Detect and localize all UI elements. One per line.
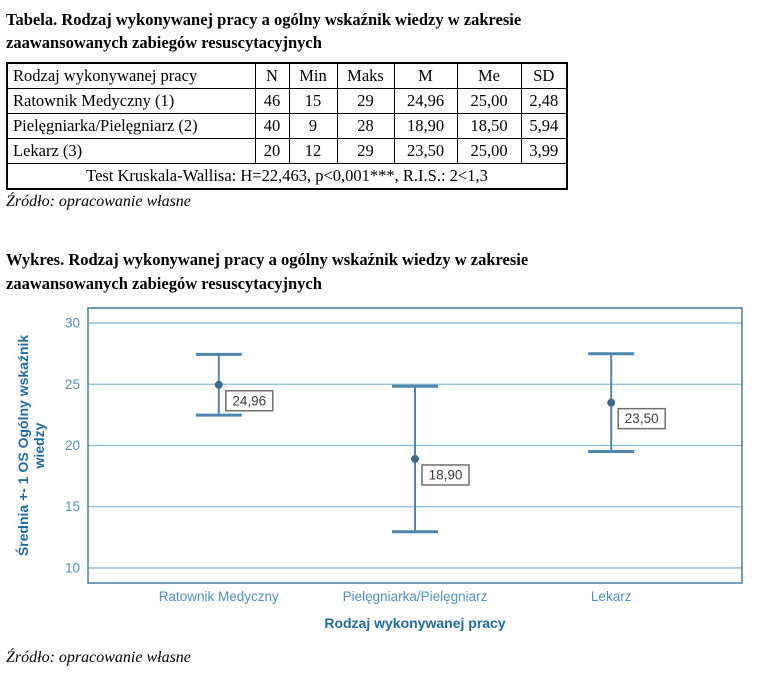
table-cell: 29 xyxy=(336,87,395,115)
table-cell: 29 xyxy=(336,138,395,165)
column-header: Maks xyxy=(336,62,395,89)
table-cell: 24,96 xyxy=(393,87,458,115)
y-tick-label: 10 xyxy=(65,561,80,576)
table-cell: 5,94 xyxy=(520,113,568,140)
column-header: Min xyxy=(288,62,338,89)
table-source-note: Źródło: opracowanie własne xyxy=(6,193,191,211)
x-tick-label: Pielęgniarka/Pielęgniarz xyxy=(343,589,488,604)
x-axis-title: Rodzaj wykonywanej pracy xyxy=(324,615,505,631)
table-cell: Lekarz (3) xyxy=(6,138,256,165)
x-tick-label: Ratownik Medyczny xyxy=(159,589,279,604)
table-cell: 18,90 xyxy=(393,113,458,140)
table-header-row: Rodzaj wykonywanej pracy N Min Maks M Me… xyxy=(6,62,568,89)
table-cell: Ratownik Medyczny (1) xyxy=(6,87,256,115)
table-footer-row: Test Kruskala-Wallisa: H=22,463, p<0,001… xyxy=(6,163,568,190)
table-cell: 46 xyxy=(254,87,290,115)
y-axis-title: Średnia +- 1 OS Ogólny wskaźnik xyxy=(14,335,31,557)
stats-table: Rodzaj wykonywanej pracy N Min Maks M Me… xyxy=(6,61,568,191)
mean-marker xyxy=(411,455,419,464)
value-label-box xyxy=(617,408,666,430)
column-header: Rodzaj wykonywanej pracy xyxy=(6,62,256,89)
table-cell: 20 xyxy=(254,138,290,165)
y-tick-label: 25 xyxy=(65,377,80,392)
table-cell: 23,50 xyxy=(393,138,458,165)
value-label: 23,50 xyxy=(625,411,659,426)
table-cell: 9 xyxy=(288,113,338,140)
table-cell: 28 xyxy=(336,113,395,140)
y-tick-label: 20 xyxy=(65,438,80,453)
value-label: 24,96 xyxy=(232,394,266,409)
table-cell: 3,99 xyxy=(520,138,568,165)
x-tick-label: Lekarz xyxy=(591,589,632,604)
chart-title: Wykres. Rodzaj wykonywanej pracy a ogóln… xyxy=(6,250,529,293)
column-header: N xyxy=(254,62,290,89)
table-cell: 18,50 xyxy=(456,113,522,140)
value-label: 18,90 xyxy=(429,468,463,483)
table-row: Ratownik Medyczny (1) 46 15 29 24,96 25,… xyxy=(6,87,568,115)
chart-source-note: Źródło: opracowanie własne xyxy=(6,649,191,667)
table-cell: 40 xyxy=(254,113,290,140)
value-label-box xyxy=(421,464,470,487)
table-cell: 2,48 xyxy=(520,87,568,115)
table-cell: Pielęgniarka/Pielęgniarz (2) xyxy=(6,113,256,140)
table-cell: 15 xyxy=(288,87,338,115)
plot-border xyxy=(87,307,743,585)
column-header: Me xyxy=(456,62,522,89)
value-label-box xyxy=(225,390,274,412)
column-header: M xyxy=(393,62,458,89)
table-cell: 25,00 xyxy=(456,138,522,165)
y-tick-label: 30 xyxy=(65,316,80,331)
table-cell: 25,00 xyxy=(456,87,522,115)
mean-marker xyxy=(607,398,616,407)
table-title: Tabela. Rodzaj wykonywanej pracy a ogóln… xyxy=(6,10,522,53)
column-header: SD xyxy=(520,62,568,89)
kruskal-wallis-note: Test Kruskala-Wallisa: H=22,463, p<0,001… xyxy=(6,163,568,190)
y-axis-title: wiedzy xyxy=(31,423,47,470)
y-tick-label: 15 xyxy=(65,500,80,515)
table-row: Lekarz (3) 20 12 29 23,50 25,00 3,99 xyxy=(6,138,568,165)
mean-marker xyxy=(214,381,223,390)
table-row: Pielęgniarka/Pielęgniarz (2) 40 9 28 18,… xyxy=(6,113,568,140)
table-cell: 12 xyxy=(288,138,338,165)
